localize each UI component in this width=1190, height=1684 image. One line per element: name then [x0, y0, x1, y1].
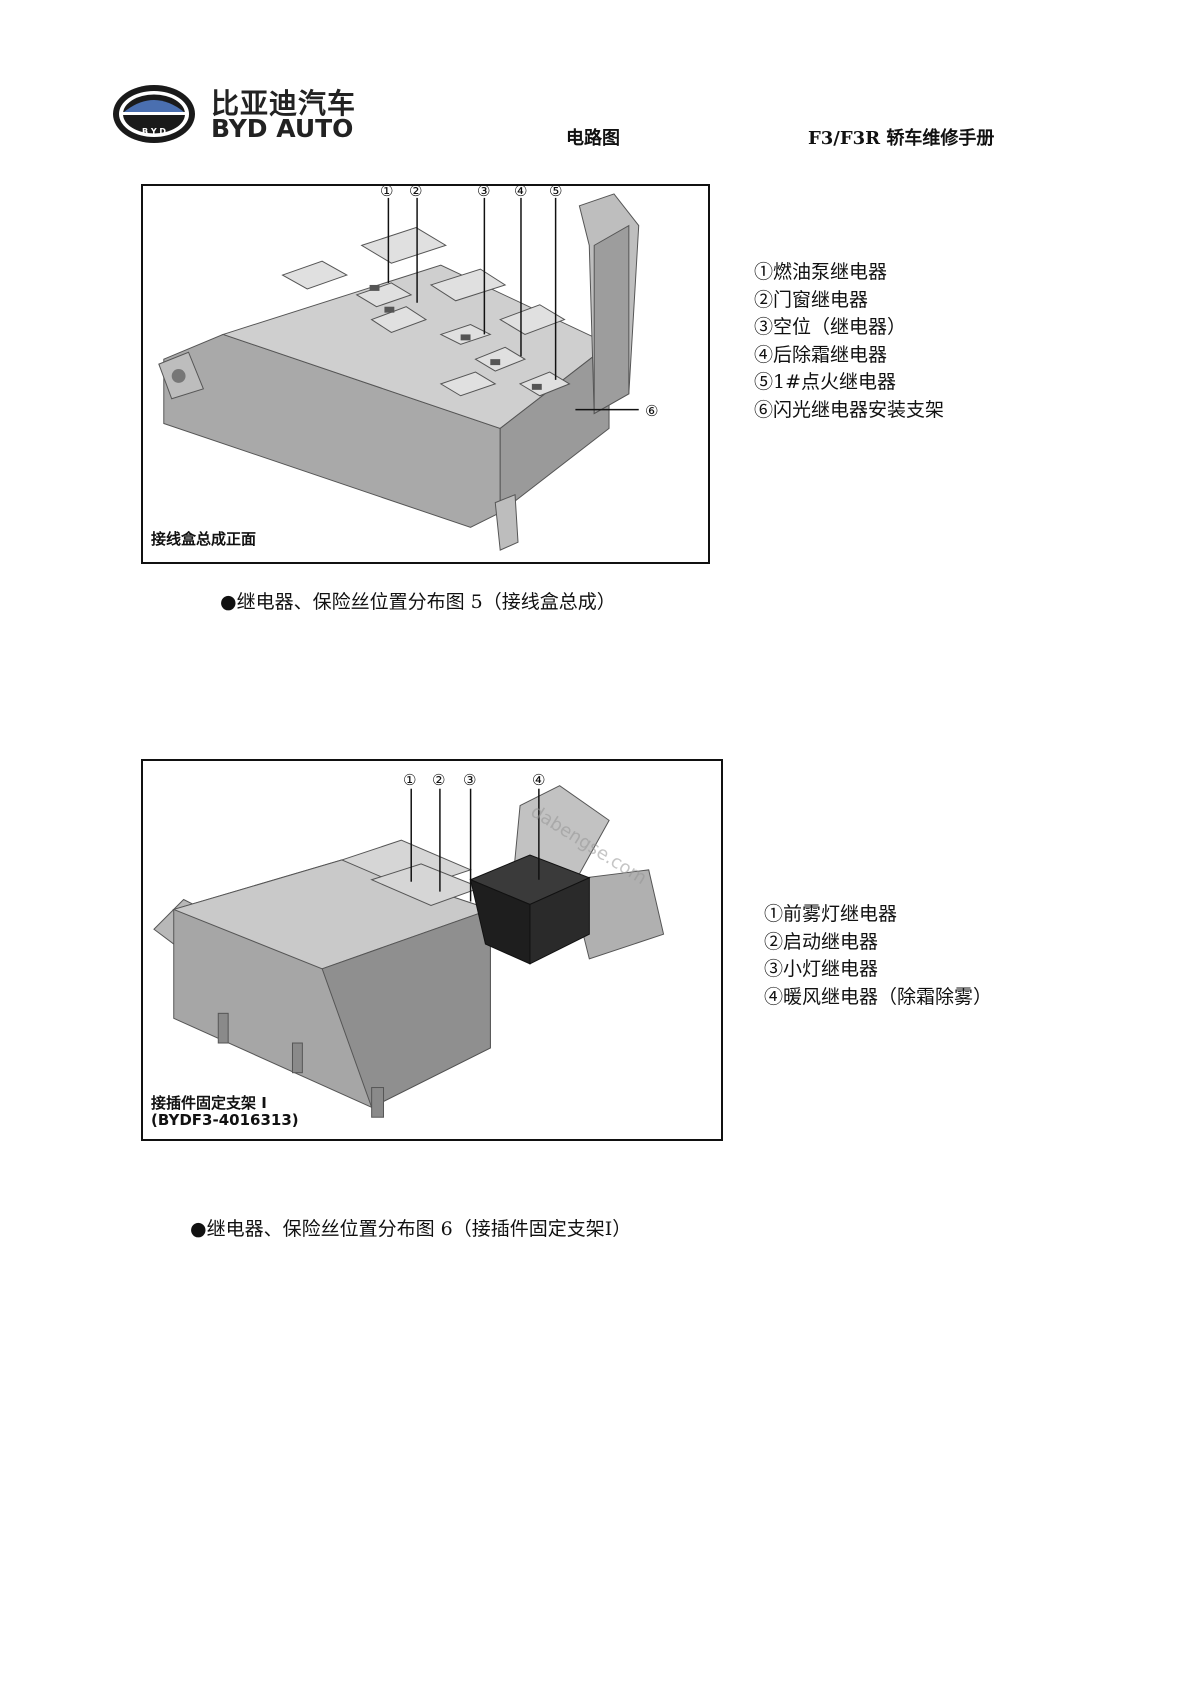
figure1-label: 接线盒总成正面 — [151, 530, 257, 548]
legend-item: ②门窗继电器 — [754, 288, 869, 311]
callout-number-4: ④ — [532, 771, 546, 789]
callout-number-1: ① — [380, 184, 394, 200]
legend-item: ①燃油泵继电器 — [754, 261, 888, 283]
figure2-legend: ①前雾灯继电器 ②启动继电器 ③小灯继电器 ④暖风继电器（除霜除雾） — [764, 901, 992, 1011]
junction-box-illustration — [158, 193, 640, 551]
callout-number-5: ⑤ — [549, 184, 563, 200]
figure2-label-line1: 接插件固定支架 I — [151, 1094, 267, 1112]
logo-english-text: BYD AUTO — [211, 114, 354, 143]
callout-number-6: ⑥ — [645, 402, 659, 420]
callout-number-3: ③ — [477, 184, 491, 200]
figure2-label: 接插件固定支架 I (BYDF3-4016313) — [151, 1095, 299, 1129]
callout-number-3: ③ — [463, 771, 477, 789]
callout-number-2: ② — [409, 184, 423, 200]
figure1-caption: ●继电器、保险丝位置分布图 5（接线盒总成） — [220, 591, 616, 613]
callout-number-4: ④ — [514, 184, 528, 200]
legend-item: ⑤1#点火继电器 — [754, 371, 897, 393]
header-manual-title: F3/F3R 轿车维修手册 — [808, 128, 995, 149]
callout-number-1: ① — [403, 771, 417, 789]
legend-item: ③空位（继电器） — [754, 316, 907, 338]
figure1-legend: ①燃油泵继电器 ②门窗继电器 ③空位（继电器） ④后除霜继电器 ⑤1#点火继电器… — [754, 259, 944, 424]
logo-chinese-text: 比亚迪汽车 — [211, 87, 357, 120]
legend-item: ⑥闪光继电器安装支架 — [754, 398, 945, 421]
figure-connector-bracket: ① ② ③ ④ dabengse.com 接插件固定支架 I (BYDF3-40… — [141, 759, 723, 1141]
byd-emblem-icon: B Y D — [113, 85, 195, 143]
byd-logo: B Y D 比亚迪汽车 BYD AUTO — [112, 82, 372, 146]
figure2-label-line2: (BYDF3-4016313) — [151, 1111, 299, 1129]
figure2-caption: ●继电器、保险丝位置分布图 6（接插件固定支架Ⅰ） — [190, 1218, 632, 1240]
legend-item: ④后除霜继电器 — [754, 343, 888, 366]
connector-bracket-illustration — [153, 785, 665, 1118]
legend-item: ④暖风继电器（除霜除雾） — [764, 985, 993, 1008]
emblem-text: B Y D — [142, 127, 166, 136]
legend-item: ②启动继电器 — [764, 930, 879, 953]
figure-junction-box: ① ② ③ ④ ⑤ ⑥ 接线盒总成正面 — [141, 184, 710, 564]
header-section-title: 电路图 — [566, 128, 620, 149]
callout-number-2: ② — [432, 771, 446, 789]
legend-item: ①前雾灯继电器 — [764, 903, 898, 925]
legend-item: ③小灯继电器 — [764, 958, 879, 980]
